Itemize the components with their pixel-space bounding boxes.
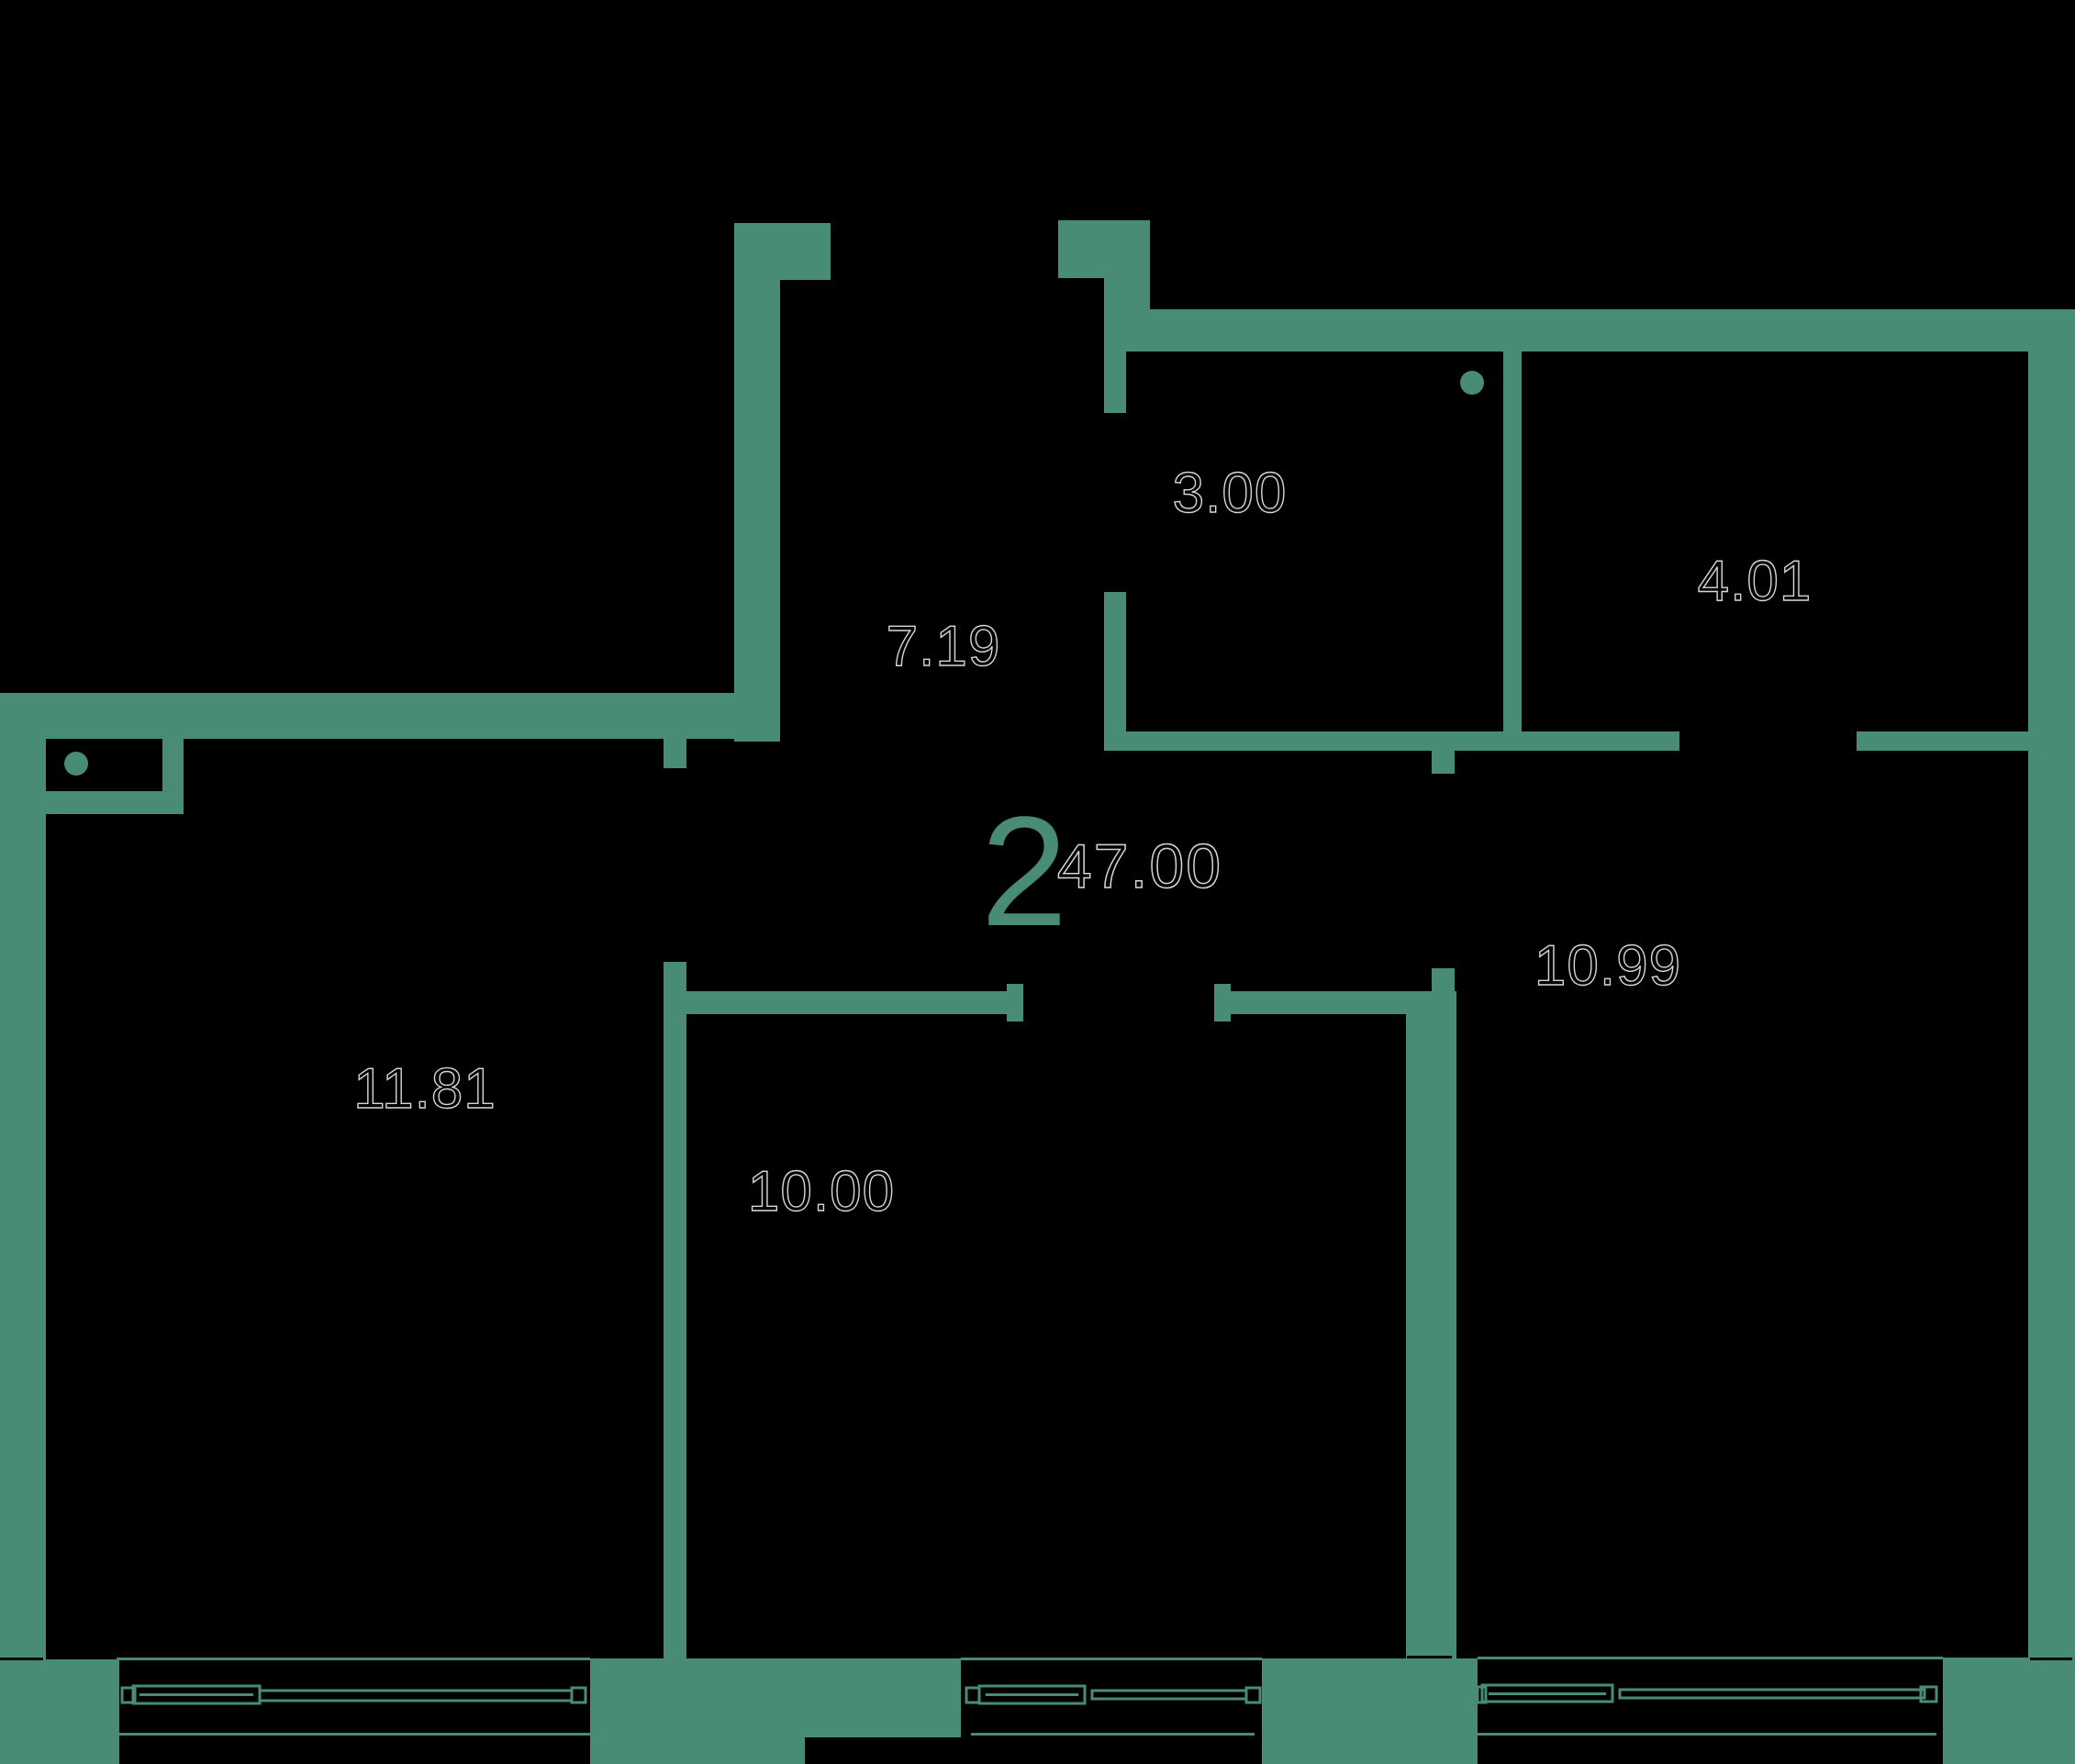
bath-left-wall-upper bbox=[1104, 309, 1126, 413]
living-door-top-jamb bbox=[1432, 751, 1455, 774]
window-sash-line bbox=[986, 1693, 1078, 1696]
bottom-mid-pier-foot bbox=[590, 1737, 805, 1764]
bath-storage-divider bbox=[1503, 352, 1522, 731]
window-outer-line bbox=[117, 1658, 590, 1660]
room-area-label-living: 10.99 bbox=[1534, 934, 1681, 998]
total-area-label: 47.00 bbox=[1057, 832, 1222, 901]
window-end-cap bbox=[1244, 1686, 1262, 1704]
window-inner-line bbox=[119, 1733, 590, 1736]
kitchen-living-divider bbox=[1406, 991, 1456, 1658]
mid-horizontal-wall-left bbox=[1104, 731, 1679, 751]
pier-joint-line-left bbox=[0, 1658, 43, 1660]
window-end-cap bbox=[965, 1686, 981, 1704]
bottom-mid-pier bbox=[590, 1658, 961, 1737]
fixture-dots bbox=[64, 371, 1484, 776]
top-right-outer-wall bbox=[1126, 309, 2075, 352]
pier-joint-line-right bbox=[2030, 1658, 2072, 1660]
window-inner-line bbox=[971, 1733, 1255, 1736]
window-outer-line bbox=[961, 1658, 1262, 1660]
window-glazing bbox=[1618, 1688, 1926, 1700]
shaft-opening bbox=[46, 739, 162, 791]
window-end-cap bbox=[1919, 1685, 1938, 1703]
window-end-cap bbox=[120, 1686, 137, 1704]
bottom-right-pier bbox=[1943, 1658, 2075, 1764]
kitchen-door-left-jamb bbox=[1007, 984, 1023, 1022]
pier-joint-line-mid bbox=[1407, 1656, 1452, 1658]
room-area-label-bedroom: 11.81 bbox=[353, 1057, 496, 1121]
room-area-label-kitchen: 10.00 bbox=[748, 1160, 895, 1223]
window-sash bbox=[1480, 1683, 1614, 1703]
window-glazing bbox=[1090, 1689, 1248, 1701]
room-area-label-storage: 4.01 bbox=[1698, 550, 1813, 613]
kitchen-top-wall-right bbox=[1214, 991, 1432, 1014]
window-sash-line bbox=[139, 1693, 253, 1696]
kitchen-top-wall-left bbox=[668, 991, 1023, 1014]
bedroom-door-top-jamb bbox=[664, 739, 686, 768]
rooms-count-label: 2 bbox=[981, 785, 1068, 959]
right-outer-wall bbox=[2028, 349, 2075, 1658]
room-area-label-bathroom: 3.00 bbox=[1173, 462, 1288, 525]
walls bbox=[0, 220, 2075, 1764]
window-outer-line bbox=[1478, 1657, 1943, 1659]
window-sash bbox=[977, 1684, 1087, 1705]
bottom-right-mid-pier bbox=[1262, 1658, 1478, 1764]
window-bedroom bbox=[117, 1658, 590, 1736]
mid-horizontal-wall-right bbox=[1857, 731, 2028, 751]
bedroom-kitchen-divider bbox=[664, 962, 686, 1658]
bottom-left-pier bbox=[0, 1659, 119, 1764]
bathroom-dot-icon bbox=[1460, 371, 1484, 395]
labels: 2 47.00 7.19 3.00 4.01 11.81 10.00 10.99 bbox=[353, 461, 1813, 1223]
bath-left-wall-lower bbox=[1104, 592, 1126, 734]
window-end-cap bbox=[570, 1686, 587, 1704]
wall-cutouts bbox=[0, 739, 2072, 1660]
entrance-right-step bbox=[1104, 266, 1150, 312]
window-living bbox=[1476, 1657, 1943, 1736]
corridor-left-wall bbox=[734, 223, 780, 742]
window-inner-line bbox=[1478, 1733, 1936, 1736]
left-outer-wall bbox=[0, 693, 46, 1659]
window-kitchen bbox=[961, 1658, 1262, 1736]
living-door-bottom-jamb bbox=[1432, 968, 1455, 994]
window-sash-line bbox=[1489, 1692, 1606, 1695]
window-glazing bbox=[258, 1689, 574, 1703]
shaft-dot-icon bbox=[64, 752, 88, 776]
room-area-label-corridor: 7.19 bbox=[887, 615, 1001, 678]
